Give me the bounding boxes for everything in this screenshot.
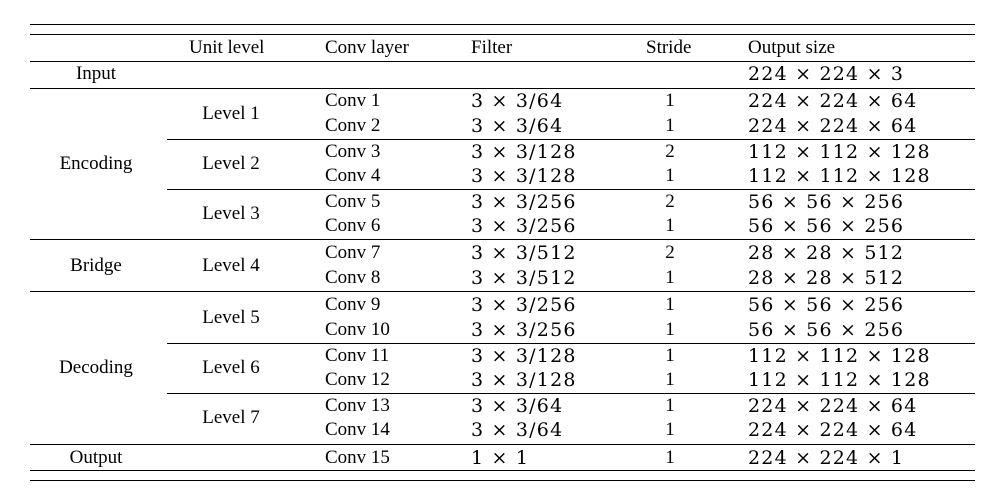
output-size: 112 × 112 × 128 <box>748 141 931 163</box>
header-output-size: Output size <box>748 37 836 58</box>
filter: 3 × 3/512 <box>471 242 577 264</box>
conv-layer: Conv 8 <box>325 267 381 288</box>
level-label-1: Level 1 <box>202 103 260 124</box>
level-label-2: Level 2 <box>202 153 260 174</box>
top-rule-1 <box>30 24 975 25</box>
stride: 1 <box>665 395 675 416</box>
stride: 1 <box>665 345 675 366</box>
conv-layer: Conv 2 <box>325 115 381 136</box>
stride: 1 <box>665 215 675 236</box>
header-conv-layer: Conv layer <box>325 37 409 58</box>
conv-layer: Conv 3 <box>325 141 381 162</box>
filter: 3 × 3/64 <box>471 115 564 137</box>
conv-layer: Conv 1 <box>325 90 381 111</box>
output-size: 224 × 224 × 64 <box>748 115 918 137</box>
filter: 3 × 3/128 <box>471 141 577 163</box>
conv-layer: Conv 4 <box>325 165 381 186</box>
stride: 2 <box>665 191 675 212</box>
output-size: 112 × 112 × 128 <box>748 345 931 367</box>
output-size: 56 × 56 × 256 <box>748 191 905 213</box>
group-label-decoding: Decoding <box>59 357 133 378</box>
stride: 1 <box>665 319 675 340</box>
filter: 3 × 3/128 <box>471 369 577 391</box>
level2-level3-rule <box>167 189 975 190</box>
filter: 3 × 3/256 <box>471 191 577 213</box>
output-label: Output <box>69 447 123 468</box>
output-size: 56 × 56 × 256 <box>748 294 905 316</box>
stride: 1 <box>665 165 675 186</box>
bottom-rule-2 <box>30 480 975 481</box>
output-size: 56 × 56 × 256 <box>748 319 905 341</box>
filter: 3 × 3/256 <box>471 319 577 341</box>
output-size: 224 × 224 × 1 <box>748 447 905 469</box>
level-label-4: Level 4 <box>202 255 260 276</box>
output-size: 28 × 28 × 512 <box>748 267 905 289</box>
stride: 2 <box>665 141 675 162</box>
filter: 1 × 1 <box>471 447 530 469</box>
stride: 1 <box>665 294 675 315</box>
conv-layer: Conv 14 <box>325 419 390 440</box>
level1-level2-rule <box>167 139 975 140</box>
output-size: 28 × 28 × 512 <box>748 242 905 264</box>
filter: 3 × 3/128 <box>471 165 577 187</box>
conv-layer: Conv 11 <box>325 345 390 366</box>
output-size: 224 × 224 × 64 <box>748 419 918 441</box>
output-size: 112 × 112 × 128 <box>748 369 931 391</box>
conv-layer: Conv 5 <box>325 191 381 212</box>
level6-level7-rule <box>167 393 975 394</box>
filter: 3 × 3/256 <box>471 215 577 237</box>
filter: 3 × 3/256 <box>471 294 577 316</box>
input-rule <box>30 88 975 89</box>
stride: 1 <box>665 419 675 440</box>
group-label-encoding: Encoding <box>59 153 133 174</box>
level-label-7: Level 7 <box>202 407 260 428</box>
filter: 3 × 3/64 <box>471 90 564 112</box>
conv-layer: Conv 15 <box>325 447 390 468</box>
conv-layer: Conv 13 <box>325 395 390 416</box>
conv-layer: Conv 9 <box>325 294 381 315</box>
bridge-decoding-rule <box>30 291 975 292</box>
decoding-output-rule <box>30 444 975 445</box>
filter: 3 × 3/64 <box>471 419 564 441</box>
output-size: 224 × 224 × 64 <box>748 90 918 112</box>
top-rule-2 <box>30 34 975 35</box>
header-unit-level: Unit level <box>189 37 265 58</box>
bottom-rule-1 <box>30 470 975 471</box>
conv-layer: Conv 10 <box>325 319 390 340</box>
stride: 1 <box>665 447 675 468</box>
stride: 1 <box>665 267 675 288</box>
input-output-size: 224 × 224 × 3 <box>748 63 905 85</box>
stride: 1 <box>665 369 675 390</box>
header-rule <box>30 61 975 62</box>
stride: 1 <box>665 115 675 136</box>
output-size: 112 × 112 × 128 <box>748 165 931 187</box>
group-label-bridge: Bridge <box>70 255 122 276</box>
stride: 2 <box>665 242 675 263</box>
input-label: Input <box>75 63 117 84</box>
level-label-3: Level 3 <box>202 203 260 224</box>
level5-level6-rule <box>167 343 975 344</box>
stride: 1 <box>665 90 675 111</box>
filter: 3 × 3/64 <box>471 395 564 417</box>
conv-layer: Conv 6 <box>325 215 381 236</box>
level-label-5: Level 5 <box>202 307 260 328</box>
filter: 3 × 3/512 <box>471 267 577 289</box>
header-stride: Stride <box>646 37 692 58</box>
level-label-6: Level 6 <box>202 357 260 378</box>
conv-layer: Conv 7 <box>325 242 381 263</box>
output-size: 224 × 224 × 64 <box>748 395 918 417</box>
encoding-bridge-rule <box>30 239 975 240</box>
filter: 3 × 3/128 <box>471 345 577 367</box>
conv-layer: Conv 12 <box>325 369 390 390</box>
output-size: 56 × 56 × 256 <box>748 215 905 237</box>
header-filter: Filter <box>471 37 513 58</box>
